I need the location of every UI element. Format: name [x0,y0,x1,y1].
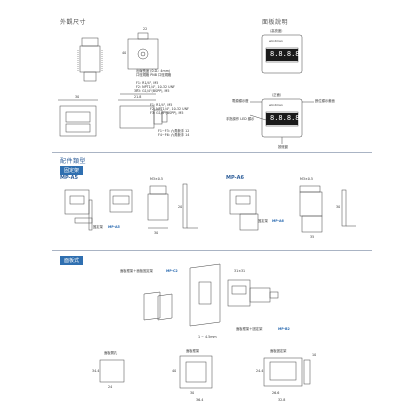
mount-frame [143,291,161,321]
panel-brand-2: windman [269,103,283,107]
thread-2-0: F1: R1/4", M5 [150,103,173,107]
thread-2-2: F3: G1/4"(BSPP), M5 [150,111,184,115]
divider-2 [52,250,372,251]
hex-note-0: F1~F3: 六角扳手 12 [158,129,190,133]
caption-panel-frame: 面板框架 [186,349,200,353]
a5-fix-model: MP-A5 [108,225,120,229]
panel-front-std-label: （正面） [270,93,284,97]
dim-30: 30 [75,95,80,99]
model-a5: MP-A5 [60,175,78,181]
a5-dim-0: 30 [154,231,159,235]
mount-cut: 31×31 [234,269,246,273]
bottom-dim-7: 24.4 [256,369,264,373]
bottom-dim-1: 24 [108,385,113,389]
a6-sensor [229,189,257,215]
panel-display-hi: 8.8.8.8 [270,50,300,58]
sensor-side-profile [119,105,155,129]
section-external-dims: 外觀尺寸 [60,19,87,26]
a5-hole: M3×0.5 [150,177,163,181]
panel-front-hi-label: （高亮度） [268,29,285,33]
bottom-dim-2: 30 [190,391,195,395]
sensor-rear-view [127,38,159,70]
bottom-dim-0: 34.4 [92,369,100,373]
a6-hole: M3×0.5 [300,177,313,181]
mount-model-c2: MP-C2 [166,269,178,273]
bottom-dim-4: 36.4 [196,398,204,402]
panel-brand: windman [269,39,283,43]
fitting-top [81,37,99,47]
callout-led-op: 手指操作 LED 顯示 [226,117,255,121]
mount-panel-plate [189,263,221,327]
note-top-0: 出線長度 (0.D.: 4mm) [136,69,171,73]
panel-cut-drawing [99,359,125,383]
model-a6: MP-A6 [226,175,244,181]
panel-front-hi [261,34,303,74]
thread-2-1: F2: NPT1/4", 10-32 UNF [150,107,189,111]
tag-bracket: 固定架 [60,166,84,175]
section-panel-desc: 面板說明 [262,19,289,26]
mount-frame-label-2: 面板框架＋固定架 [236,327,263,331]
note-top-1: 口徑規格 PNB 口徑規格 [136,73,172,77]
caption-panel-bracket: 面板固定架 [270,349,287,353]
hex-note-1: F4~F6: 六角扳手 14 [158,133,190,137]
panel-bracket-drawing [263,357,303,387]
a6-dim-0: 35 [310,235,315,239]
a6-dim-1: 30 [336,205,341,209]
a6-fix-model: MP-A6 [272,219,284,223]
bottom-dim-6: 10 [312,353,317,357]
mount-sensor [227,279,251,307]
thread-1-2: F3: G1/4"(BSPP), M5 [136,89,170,93]
callout-button: 按鈕鍵 [278,145,288,149]
callout-power-led: 電源顯示燈 [232,99,249,103]
mount-thickness: 1 ~ 4.5mm [198,335,217,339]
bottom-dim-8: 32.8 [278,398,286,402]
caption-panel-cut: 面板開孔 [104,351,118,355]
dim-37: 37 [134,89,139,93]
mount-model-b2: MP-B2 [278,327,290,331]
bottom-dim-5: 26.6 [272,391,280,395]
panel-frame-drawing [179,355,213,389]
sensor-front-view [59,105,97,137]
a6-fix-label: 固定架 [258,219,268,223]
tag-panel-mount: 面板式 [60,256,84,265]
panel-display-std: 8.8.8.8 [270,114,300,122]
callout-display: 數位顯示畫面 [315,99,335,103]
divider-1 [52,152,372,153]
section-accessories: 配件類型 [60,158,87,165]
dim-22: 22 [143,27,148,31]
a5-fix-label: 固定架 [93,225,103,229]
a5-dim-1: 20 [178,205,183,209]
thread-1-0: F1: R1/4", M5 [136,81,159,85]
thread-1-1: F2: NPT1/4", 10-32 UNF [136,85,175,89]
sensor-body-side [79,45,101,73]
bottom-dim-3: 40 [172,369,177,373]
dim-21-8: 21.8 [134,95,142,99]
a5-sensor [64,189,90,215]
mount-frame-label: 面板框架＋面板固定架 [120,269,153,273]
dim-40: 40 [122,51,127,55]
